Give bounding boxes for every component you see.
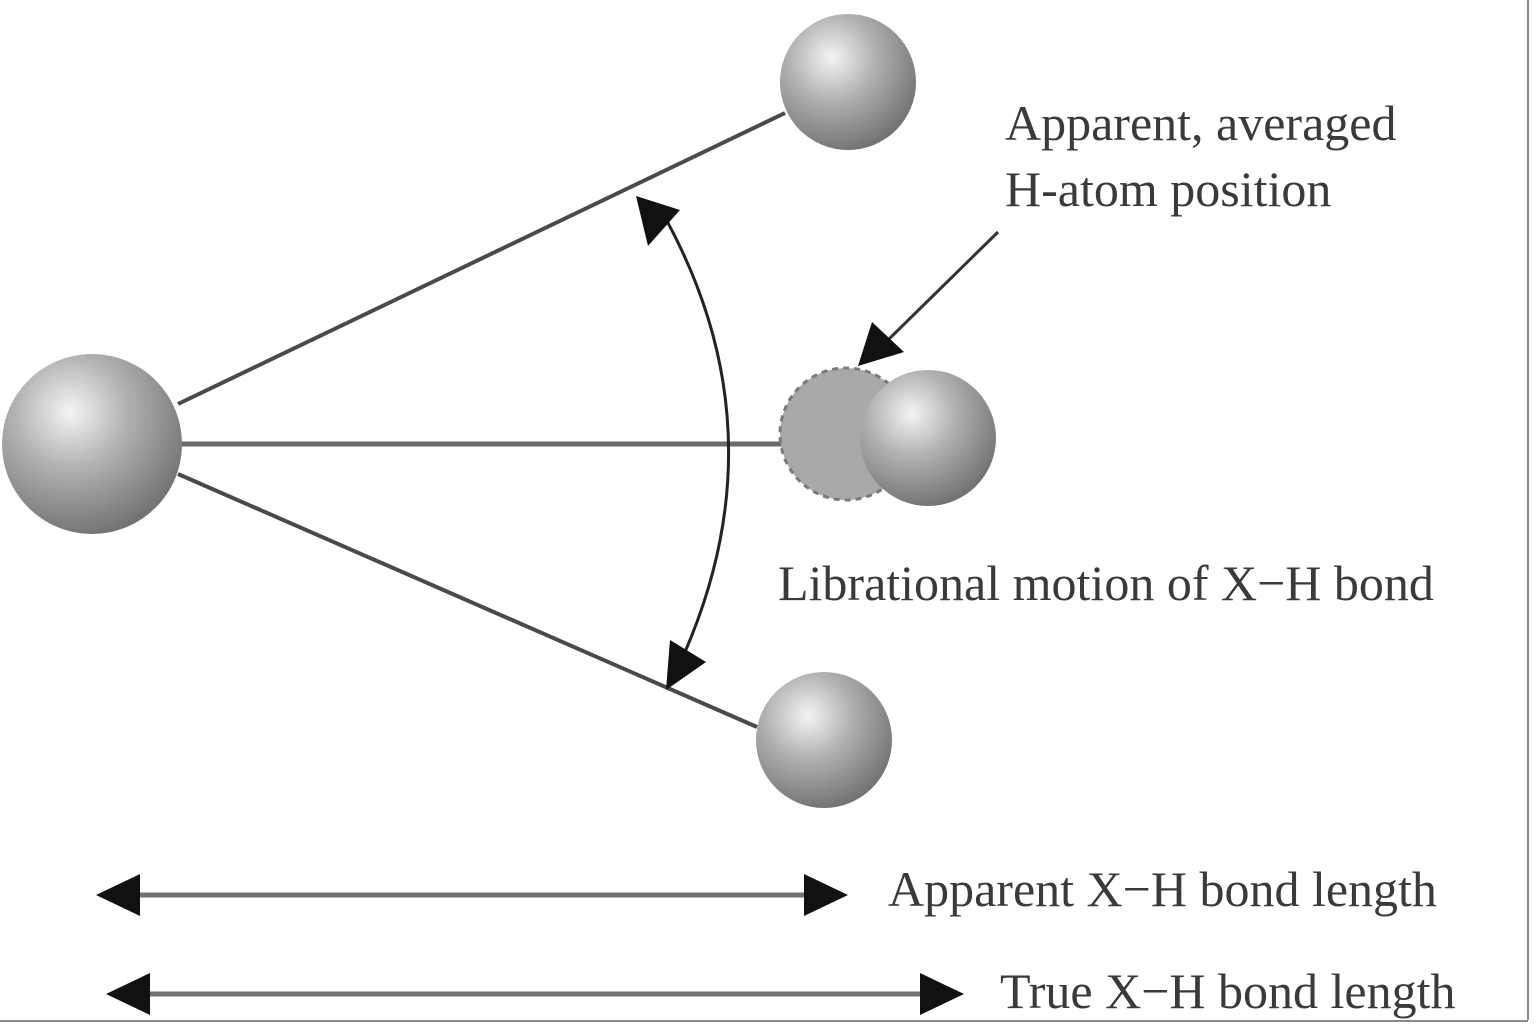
label-apparent-bond-length: Apparent X−H bond length xyxy=(888,861,1437,917)
libration-arrowhead-top xyxy=(636,196,680,246)
h-atom-true xyxy=(860,370,996,506)
libration-arrowhead-bottom xyxy=(666,640,706,690)
label-apparent-position-line2: H-atom position xyxy=(1005,161,1331,217)
libration-arc-arrow xyxy=(660,211,731,681)
bond-upper xyxy=(177,111,786,406)
bond-lower xyxy=(177,472,758,729)
label-true-bond-length: True X−H bond length xyxy=(1000,963,1456,1019)
h-atom-upper xyxy=(780,14,916,150)
true-length-arrowhead-left xyxy=(106,973,150,1015)
apparent-length-arrowhead-right xyxy=(804,874,848,916)
apparent-length-arrowhead-left xyxy=(96,874,140,916)
pointer-arrowhead xyxy=(858,322,904,366)
x-atom xyxy=(2,354,182,534)
label-apparent-position-line1: Apparent, averaged xyxy=(1005,95,1396,151)
pointer-arrow-line xyxy=(886,230,1000,342)
h-atom-lower xyxy=(756,672,892,808)
true-length-arrowhead-right xyxy=(920,973,964,1015)
label-librational-motion: Librational motion of X−H bond xyxy=(778,555,1434,611)
